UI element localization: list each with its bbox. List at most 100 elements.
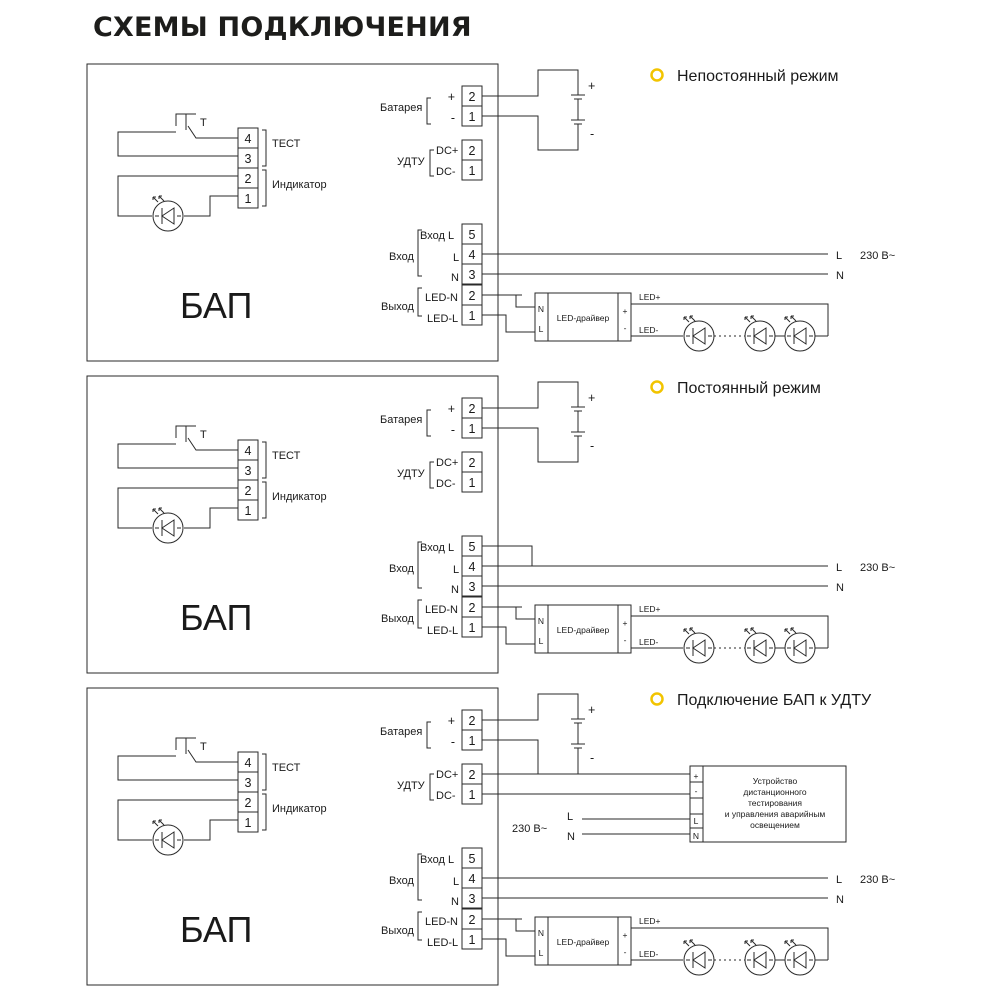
mains-l-label: L (836, 250, 842, 262)
udtu-dc-plus-label: DC+ (436, 145, 458, 157)
indicator-label: Индикатор (272, 803, 327, 815)
test-loop (117, 755, 238, 781)
test-label: ТЕСТ (272, 138, 301, 150)
indicator-wire (117, 799, 238, 841)
battery-bracket (426, 409, 431, 437)
output-pin-1: 1 (469, 621, 476, 635)
udtu-dc-minus-label: DC- (436, 478, 456, 490)
mains-l-label: L (836, 562, 842, 574)
output-led-n-label: LED-N (425, 916, 458, 928)
input-pin-3: 3 (469, 268, 476, 282)
test-label: ТЕСТ (272, 762, 301, 774)
indicator-label: Индикатор (272, 179, 327, 191)
udtu-dc-plus-label: DC+ (436, 769, 458, 781)
driver-l-label: L (539, 948, 544, 958)
driver-l-label: L (539, 636, 544, 646)
battery-bracket (426, 97, 431, 125)
driver-n-wire (482, 606, 535, 620)
driver-label: LED-драйвер (557, 625, 610, 635)
driver-minus-label: - (624, 635, 627, 645)
test-pin-3: 3 (245, 464, 252, 478)
bridge-wire (482, 545, 533, 566)
mode-title: Непостоянный режим (677, 68, 839, 85)
indicator-pin-2: 2 (245, 796, 252, 810)
output-pin-2: 2 (469, 913, 476, 927)
driver-n-label: N (538, 616, 544, 626)
driver-label: LED-драйвер (557, 313, 610, 323)
udtu-mains-l-label: L (567, 811, 573, 823)
mains-n-label: N (836, 270, 844, 282)
test-bracket (262, 129, 267, 167)
input-n-label: N (451, 272, 459, 284)
battery-pin-plus-sign: + (448, 90, 455, 104)
udtu-pin-1: 1 (469, 476, 476, 490)
udtu-pin-1-box (461, 471, 483, 493)
page-title: СХЕМЫ ПОДКЛЮЧЕНИЯ (93, 12, 472, 43)
led-driver (534, 916, 632, 966)
switch-label: Т (200, 117, 207, 129)
battery-plus-sign: + (588, 391, 595, 405)
driver-n-label: N (538, 304, 544, 314)
battery-pin-2: 2 (469, 90, 476, 104)
switch-top (175, 425, 196, 438)
driver-l-wire (482, 314, 535, 333)
driver-l-wire (482, 938, 535, 957)
indicator-pin-2: 2 (245, 172, 252, 186)
battery-plus-sign: + (588, 79, 595, 93)
udtu-mains-n-label: N (567, 831, 575, 843)
switch-lever (187, 437, 238, 451)
indicator-pin-1: 1 (245, 816, 252, 830)
input-pin-4: 4 (469, 248, 476, 262)
input-l-switched-label: Вход L (420, 854, 454, 866)
driver-l-wire (482, 626, 535, 645)
mains-n-label: N (836, 582, 844, 594)
bap-label: БАП (180, 909, 252, 950)
input-l-switched-label: Вход L (420, 230, 454, 242)
battery-pin-1: 1 (469, 422, 476, 436)
input-bracket (417, 229, 422, 277)
led-plus-wire (631, 303, 829, 336)
udtu-mains-voltage-label: 230 В~ (512, 823, 547, 835)
bap-label: БАП (180, 285, 252, 326)
indicator-pin-1-box (237, 499, 259, 521)
udtu-label: УДТУ (397, 780, 426, 792)
led-driver (534, 604, 632, 654)
driver-n-wire (482, 918, 535, 932)
udtu-device-text-line: тестирования (748, 798, 802, 808)
test-label: ТЕСТ (272, 450, 301, 462)
output-pin-1: 1 (469, 309, 476, 323)
switch-top (175, 737, 196, 750)
led-plus-wire (631, 927, 829, 960)
output-pin-2: 2 (469, 601, 476, 615)
battery-bracket (426, 721, 431, 749)
battery-pin-2: 2 (469, 402, 476, 416)
battery-plus-sign: + (588, 703, 595, 717)
test-pin-3: 3 (245, 152, 252, 166)
input-bracket (417, 853, 422, 901)
output-led-l-label: LED-L (427, 625, 458, 637)
indicator-bracket (262, 481, 267, 519)
output-led-l-label: LED-L (427, 937, 458, 949)
indicator-wire (117, 175, 238, 217)
test-loop (117, 131, 238, 157)
indicator-pin-1-box (237, 187, 259, 209)
input-pin-4: 4 (469, 872, 476, 886)
led-lamp-icon (784, 627, 816, 664)
mode-title: Постоянный режим (677, 380, 821, 397)
driver-led-minus-label: LED- (639, 949, 659, 959)
udtu-bracket (429, 149, 434, 177)
udtu-dc-minus-label: DC- (436, 790, 456, 802)
driver-minus-label: - (624, 323, 627, 333)
mains-l-label: L (836, 874, 842, 886)
mode-bullet (650, 692, 664, 706)
input-l-label: L (453, 564, 459, 576)
udtu-device-text-line: и управления аварийным (725, 809, 826, 819)
mains-voltage-label: 230 В~ (860, 250, 895, 262)
bap-label: БАП (180, 597, 252, 638)
driver-led-plus-label: LED+ (639, 604, 661, 614)
battery-minus-sign: - (590, 751, 594, 765)
